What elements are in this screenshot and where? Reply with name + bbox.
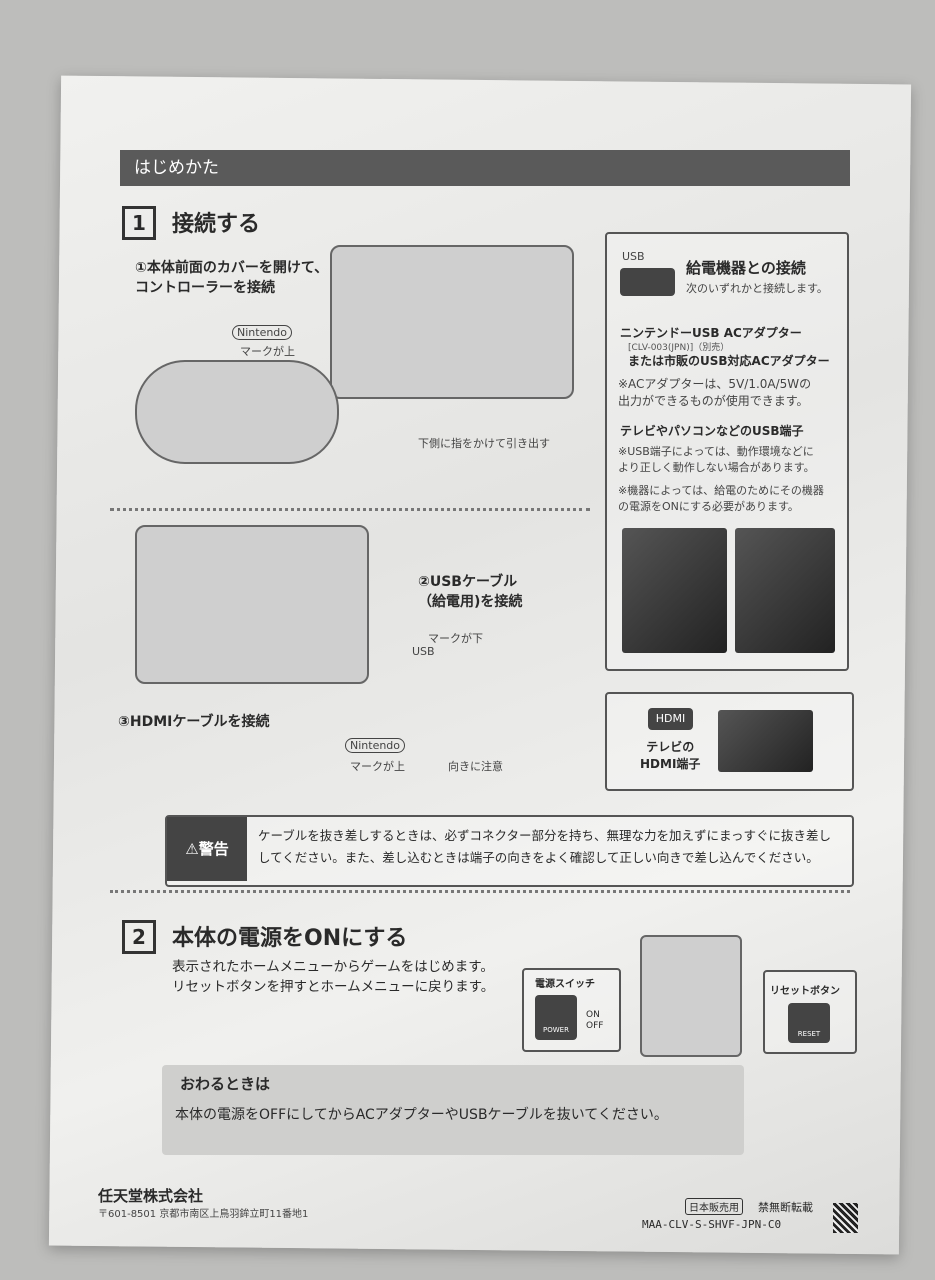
usb-power-note: ※機器によっては、給電のためにその機器 の電源をONにする必要があります。 xyxy=(618,484,824,513)
warning-label: ⚠警告 xyxy=(167,817,247,881)
company-address: 〒601-8501 京都市南区上鳥羽鉾立町11番地1 xyxy=(98,1209,309,1220)
ending-text: 本体の電源をOFFにしてからACアダプターやUSBケーブルを抜いてください。 xyxy=(175,1107,668,1123)
ending-box xyxy=(162,1065,744,1155)
product-code: MAA-CLV-S-SHVF-JPN-C0 xyxy=(642,1218,782,1231)
section-header: はじめかた xyxy=(120,150,850,186)
divider xyxy=(110,890,850,893)
option-adapter-alt: または市販のUSB対応ACアダプター xyxy=(628,354,830,368)
on-label: ON xyxy=(586,1010,600,1020)
option-adapter: ニンテンドーUSB ACアダプター xyxy=(620,326,802,340)
step-number: 2 xyxy=(122,920,156,954)
pull-note: 下側に指をかけて引き出す xyxy=(418,437,550,450)
instruction-usb: ②USBケーブル （給電用)を接続 xyxy=(418,574,523,610)
company-name: 任天堂株式会社 xyxy=(98,1187,204,1205)
step-title: 本体の電源をONにする xyxy=(172,926,408,951)
console-illustration xyxy=(330,245,574,399)
power-switch: POWER xyxy=(535,995,577,1040)
nintendo-logo: Nintendo xyxy=(345,738,406,753)
hdmi-port-icon: HDMI xyxy=(648,708,693,730)
usb-port-icon xyxy=(620,268,675,296)
step-title: 接続する xyxy=(172,212,261,237)
warning-box xyxy=(165,815,854,887)
instruction-hdmi: ③HDMIケーブルを接続 xyxy=(118,714,270,730)
usb-icon-label: USB xyxy=(622,250,645,263)
off-label: OFF xyxy=(586,1021,604,1031)
mark-down-note: マークが下 xyxy=(428,632,483,645)
reset-button: RESET xyxy=(788,1003,830,1043)
wall-outlet-photo xyxy=(622,528,727,653)
nintendo-logo: Nintendo xyxy=(232,325,293,340)
direction-note: 向きに注意 xyxy=(448,760,503,773)
step2-description: 表示されたホームメニューからゲームをはじめます。 リセットボタンを押すとホームメ… xyxy=(172,959,495,995)
tv-hdmi-photo xyxy=(718,710,813,772)
step-number: 1 xyxy=(122,206,156,240)
hdmi-label: テレビの HDMI端子 xyxy=(640,740,701,771)
reset-button-label: リセットボタン xyxy=(770,986,840,997)
sale-region: 日本販売用 xyxy=(685,1198,743,1215)
divider xyxy=(110,508,590,511)
usb-port-note: ※USB端子によっては、動作環境などに より正しく動作しない場合があります。 xyxy=(618,445,815,474)
mark-up-note: マークが上 xyxy=(240,345,295,358)
warning-icon: ⚠ xyxy=(185,840,199,858)
power-box-subtitle: 次のいずれかと接続します。 xyxy=(686,282,828,295)
mark-up-note: マークが上 xyxy=(350,760,405,773)
power-switch-label: 電源スイッチ xyxy=(535,979,595,990)
usb-label: USB xyxy=(412,645,435,658)
warning-text: ケーブルを抜き差しするときは、必ずコネクター部分を持ち、無理な力を加えずにまっす… xyxy=(258,828,832,865)
ending-title: おわるときは xyxy=(180,1075,271,1093)
copyright-notice: 禁無断転載 xyxy=(758,1201,813,1214)
warning-label-text: 警告 xyxy=(198,840,229,858)
console-front-illustration xyxy=(640,935,742,1057)
qr-code xyxy=(833,1203,858,1233)
adapter-note: ※ACアダプターは、5V/1.0A/5Wの 出力ができるものが使用できます。 xyxy=(618,377,812,408)
controller-illustration xyxy=(135,360,339,464)
adapter-model: [CLV-003(JPN)]（別売） xyxy=(628,343,730,353)
tv-usb-photo xyxy=(735,528,835,653)
option-usb-port: テレビやパソコンなどのUSB端子 xyxy=(620,424,804,438)
instruction-controller: ①本体前面のカバーを開けて、 コントローラーを接続 xyxy=(135,260,329,296)
console-back-illustration xyxy=(135,525,369,684)
power-box-title: 給電機器との接続 xyxy=(686,259,806,277)
